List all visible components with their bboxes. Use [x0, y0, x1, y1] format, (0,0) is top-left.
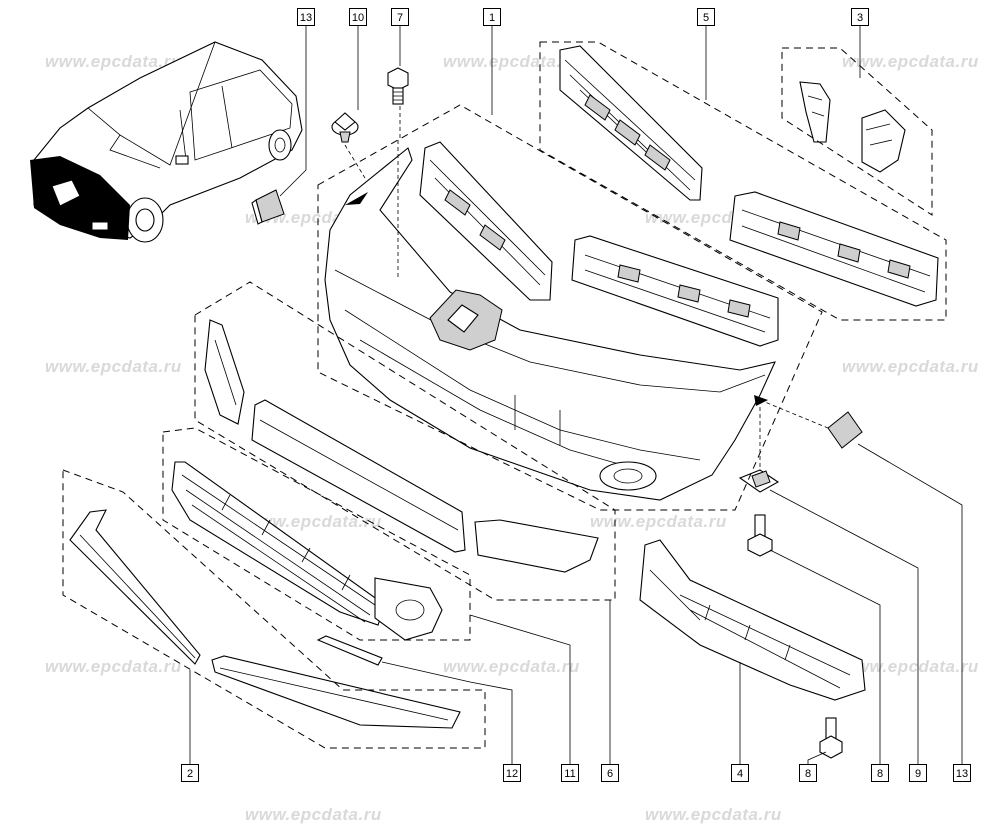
- clip-nut-9: [738, 469, 780, 493]
- undertray-4: [639, 539, 866, 701]
- watermark: www.epcdata.ru: [842, 657, 979, 676]
- callout-13: 13: [953, 764, 971, 782]
- watermark: www.epcdata.ru: [45, 657, 182, 676]
- callout-2: 2: [181, 764, 199, 782]
- push-clip-10: [331, 112, 359, 143]
- callout-6: 6: [601, 764, 619, 782]
- callout-12: 12: [503, 764, 521, 782]
- callout-9: 9: [909, 764, 927, 782]
- front-bumper-cover: [324, 147, 776, 501]
- callout-13: 13: [297, 8, 315, 26]
- callout-7: 7: [391, 8, 409, 26]
- bracket-clip-13: [251, 189, 285, 225]
- vehicle-illustration: [30, 41, 303, 243]
- callout-3: 3: [851, 8, 869, 26]
- watermark: www.epcdata.ru: [842, 52, 979, 71]
- bolt-7: [387, 67, 409, 105]
- centre-trim-strip-6: [251, 399, 466, 553]
- absorber-beam-1b: [571, 235, 779, 347]
- callout-8: 8: [871, 764, 889, 782]
- watermark: www.epcdata.ru: [245, 512, 382, 531]
- callout-5: 5: [697, 8, 715, 26]
- watermark: www.epcdata.ru: [590, 512, 727, 531]
- watermark: www.epcdata.ru: [645, 805, 782, 824]
- bolt-8a: [747, 514, 773, 557]
- lower-trim-right-6: [474, 519, 599, 573]
- callout-8: 8: [799, 764, 817, 782]
- side-brackets-3: [799, 81, 906, 173]
- callout-10: 10: [349, 8, 367, 26]
- callout-1: 1: [483, 8, 501, 26]
- watermark: www.epcdata.ru: [443, 52, 580, 71]
- watermark: www.epcdata.ru: [842, 357, 979, 376]
- watermark: www.epcdata.ru: [245, 805, 382, 824]
- lower-grille-11: [171, 461, 443, 641]
- chrome-strip-12: [316, 635, 383, 666]
- absorber-beam-5b: [729, 191, 939, 307]
- watermark: www.epcdata.ru: [45, 357, 182, 376]
- watermark: www.epcdata.ru: [443, 657, 580, 676]
- watermark: www.epcdata.ru: [45, 52, 182, 71]
- spoiler-lip-2: [69, 509, 461, 729]
- lower-trim-left-6: [204, 319, 245, 425]
- bracket-clip-13b: [827, 411, 863, 449]
- bolt-8b: [819, 717, 843, 759]
- upper-absorber-5: [559, 45, 703, 201]
- callout-11: 11: [561, 764, 579, 782]
- absorber-beam-1a: [419, 141, 553, 301]
- callout-4: 4: [731, 764, 749, 782]
